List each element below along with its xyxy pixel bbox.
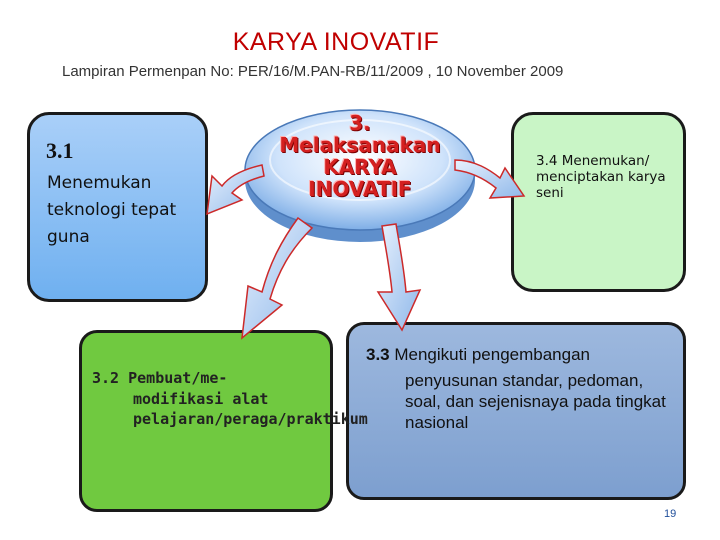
page-title: KARYA INOVATIF [232,28,440,56]
center-label-line: KARYA [323,155,397,179]
center-label-line: INOVATIF [308,177,412,201]
center-label-line: 3. [349,111,371,135]
box-3-3-first-line-text: Mengikuti pengembangan [389,345,591,364]
arrow-to-3-3 [376,223,422,332]
box-3-1-heading: 3.1 [46,138,74,163]
box-3-3-first-line: 3.3 Mengikuti pengembangan [366,345,590,365]
box-3-3-text: penyusunan standar, pedoman, soal, dan s… [405,371,666,432]
arrow-to-3-2 [241,216,314,340]
page-number: 19 [664,508,677,520]
page-subtitle: Lampiran Permenpan No: PER/16/M.PAN-RB/1… [62,63,564,80]
box-3-3-number: 3.3 [366,345,390,364]
box-3-1 [27,112,208,302]
arrow-to-3-1 [206,164,265,216]
box-3-4-text: 3.4 Menemukan/ menciptakan karya seni [536,153,666,201]
box-3-4 [511,112,686,292]
center-label-line: Melaksanakan [279,133,441,157]
center-label: 3. Melaksanakan KARYA INOVATIF [270,112,450,200]
box-3-2 [79,330,333,512]
box-3-3 [346,322,686,500]
arrow-to-3-4 [454,159,526,199]
box-3-2-text: modifikasi alat pelajaran/peraga/praktik… [133,390,368,428]
box-3-1-text: Menemukan teknologi tepat guna [47,173,177,247]
box-3-2-first-line: 3.2 Pembuat/me- [92,369,228,387]
